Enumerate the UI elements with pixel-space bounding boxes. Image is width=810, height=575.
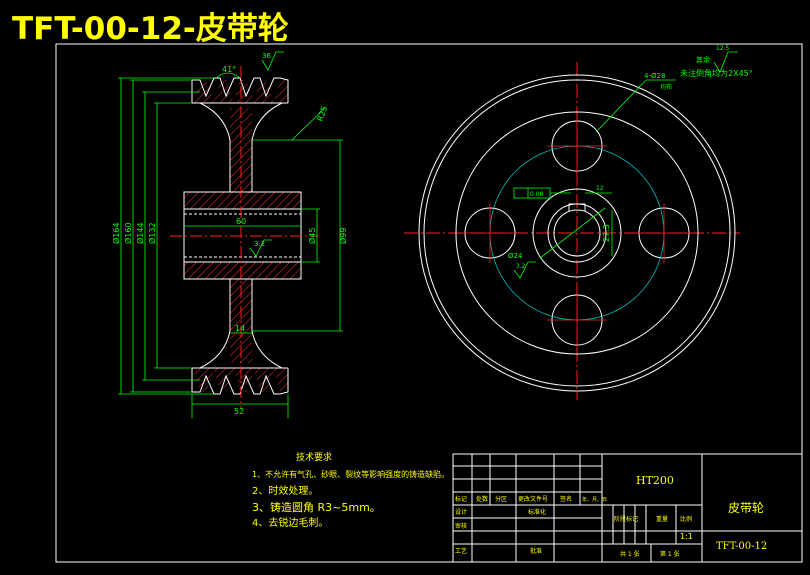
chamfer-note: 未注倒角均为2X45° xyxy=(680,68,753,78)
tech-req-item-1: 1、不允许有气孔、砂眼、裂纹等影响强度的铸造缺陷。 xyxy=(252,469,449,479)
dim-key-depth: 27.3 xyxy=(602,224,611,242)
dim-rim-width: 14 xyxy=(235,324,245,333)
dim-d160: Ø160 xyxy=(123,222,133,244)
front-centerlines xyxy=(404,62,740,400)
roughness-note: 12.5 其余 未注倒角均为2X45° xyxy=(680,45,753,78)
side-dim-labels: 41° 36 3.2 R25 60 14 52 Ø164 Ø160 Ø144 Ø… xyxy=(111,52,348,416)
dim-holes: 4-Ø28 xyxy=(644,72,665,80)
label-design: 设计 xyxy=(455,508,467,516)
label-zone: 分区 xyxy=(495,495,507,503)
dim-holes-sub: 均布 xyxy=(660,83,672,91)
tech-req-title: 技术要求 xyxy=(296,451,332,463)
label-review: 审核 xyxy=(455,522,467,530)
side-view: 41° 36 3.2 R25 60 14 52 Ø164 Ø160 Ø144 Ø… xyxy=(111,51,348,418)
tech-requirements: 技术要求 1、不允许有气孔、砂眼、裂纹等影响强度的铸造缺陷。 2、时效处理。 3… xyxy=(252,451,449,529)
hole-centers xyxy=(460,116,694,350)
drawing-frame xyxy=(55,43,803,563)
tech-req-item-3: 3、铸造圆角 R3~5mm。 xyxy=(252,500,381,514)
dim-key-tol: 0.08 xyxy=(530,191,544,198)
title-block xyxy=(452,453,803,563)
label-change-doc: 更改文件号 xyxy=(518,495,548,503)
dim-d164: Ø164 xyxy=(111,222,121,244)
side-outline xyxy=(183,77,302,395)
dim-radius: R25 xyxy=(315,105,329,123)
tech-req-item-2: 2、时效处理。 xyxy=(252,484,318,497)
label-process: 工艺 xyxy=(455,547,467,555)
label-approve: 批准 xyxy=(530,547,542,555)
side-centerlines xyxy=(170,66,318,410)
dim-angle: 41° xyxy=(222,65,236,74)
scale-value: 1:1 xyxy=(680,532,693,541)
dim-d144: Ø144 xyxy=(135,222,145,244)
drawing-number: TFT-00-12 xyxy=(716,541,767,552)
label-weight: 重量 xyxy=(656,515,668,523)
label-standardize: 标准化 xyxy=(528,508,546,516)
rough-label: 12.5 xyxy=(716,45,730,52)
label-scale: 比例 xyxy=(680,515,692,523)
part-name: 皮带轮 xyxy=(728,501,764,515)
front-dimensions xyxy=(513,51,738,279)
dim-total-width: 52 xyxy=(234,407,244,416)
label-sheet-no: 第 1 张 xyxy=(660,550,680,558)
dim-bore: Ø24 xyxy=(508,252,523,260)
dim-rough-top: 36 xyxy=(262,52,271,60)
label-stage: 阶段标记 xyxy=(614,515,638,523)
dim-key-width: 12 xyxy=(596,185,604,192)
label-total-sheets: 共 1 张 xyxy=(620,550,640,558)
dim-d132: Ø132 xyxy=(147,222,157,244)
drawing-title: TFT-00-12-皮带轮 xyxy=(12,11,289,47)
tech-req-item-4: 4、去锐边毛刺。 xyxy=(252,516,328,529)
material: HT200 xyxy=(636,474,674,487)
front-view: 4-Ø28 均布 0.08 12 27.3 Ø24 3.2 12.5 其余 未注… xyxy=(404,45,753,400)
dim-d99: Ø99 xyxy=(338,228,348,244)
side-dimensions xyxy=(118,51,343,418)
label-count: 处数 xyxy=(476,495,488,503)
title-block-text: HT200 皮带轮 TFT-00-12 1:1 标记 处数 分区 更改文件号 签… xyxy=(455,474,767,558)
label-signature: 签名 xyxy=(560,495,572,503)
dim-bore-length: 60 xyxy=(236,217,246,226)
label-date: 年、月、日 xyxy=(582,496,607,503)
rest-label: 其余 xyxy=(696,55,710,64)
dim-rough-bore: 3.2 xyxy=(516,263,526,270)
dim-rough-hub: 3.2 xyxy=(254,240,265,248)
dim-d45: Ø45 xyxy=(307,228,317,244)
label-mark: 标记 xyxy=(455,495,467,503)
front-dim-labels: 4-Ø28 均布 0.08 12 27.3 Ø24 3.2 xyxy=(508,72,672,270)
